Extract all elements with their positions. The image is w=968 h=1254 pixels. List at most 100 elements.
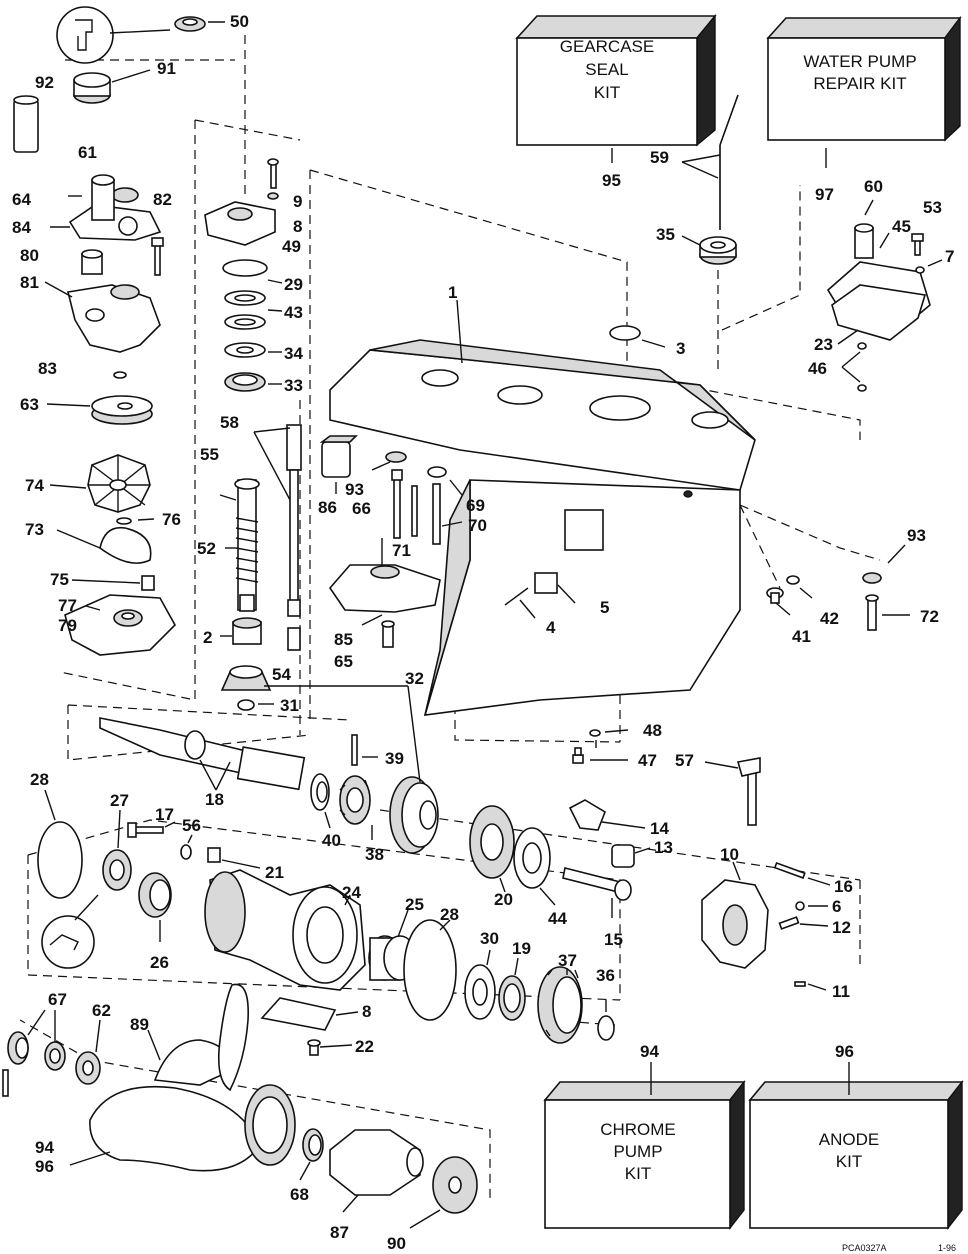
label-83: 83 (38, 359, 57, 378)
bearing-26 (138, 872, 172, 918)
pump-housing-upper (68, 174, 162, 241)
label-90: 68 (290, 1185, 309, 1204)
decal-tool-icon (56, 6, 171, 64)
label-31: 31 (280, 696, 299, 715)
thrust-washer-30 (464, 964, 496, 1020)
gasket-73 (99, 526, 152, 564)
label-30: 30 (480, 929, 499, 948)
bushing-91 (73, 72, 111, 104)
label-24: 24 (342, 883, 361, 902)
label-46: 46 (808, 359, 827, 378)
kit-chrome-pump: CHROME PUMP KIT (543, 1079, 746, 1231)
bushing-54 (287, 627, 301, 651)
bushing-80 (81, 249, 103, 275)
kit-chrome-line-2: PUMP (613, 1142, 662, 1161)
cotter-pin-68 (2, 1069, 9, 1097)
label-91: 91 (157, 59, 176, 78)
kit-gearcase-seal: GEARCASE SEAL KIT (515, 14, 717, 147)
label-93b: 93 (907, 526, 926, 545)
label-9: 9 (293, 192, 302, 211)
label-3: 3 (676, 339, 685, 358)
nut-31 (237, 699, 255, 711)
label-76: 76 (162, 510, 181, 529)
label-71: 71 (392, 541, 411, 560)
label-28b: 28 (440, 905, 459, 924)
cover-23 (826, 223, 931, 341)
label-63: 63 (20, 395, 39, 414)
label-8a: 8 (293, 217, 302, 236)
bearing-33 (224, 372, 266, 392)
label-26: 26 (150, 953, 169, 972)
label-55: 55 (200, 445, 219, 464)
shift-lever-14 (568, 799, 606, 831)
label-58: 58 (220, 413, 239, 432)
plate-8b (260, 997, 337, 1031)
label-38: 38 (365, 845, 384, 864)
label-28a: 28 (30, 770, 49, 789)
label-79: 79 (58, 616, 77, 635)
bolt-82 (151, 237, 164, 276)
label-69: 69 (466, 496, 485, 515)
kit-anode-line-1: ANODE (819, 1130, 879, 1149)
pin-11 (794, 981, 806, 987)
label-78: 90 (387, 1234, 406, 1253)
key-75 (141, 575, 155, 591)
washer-46a (857, 342, 867, 350)
drive-shaft-55 (234, 478, 260, 612)
label-82: 82 (153, 190, 172, 209)
label-12: 12 (832, 918, 851, 937)
plate-85 (328, 564, 441, 613)
label-1: 1 (448, 283, 457, 302)
label-22: 22 (355, 1037, 374, 1056)
thrust-bearing-19 (498, 975, 526, 1021)
bearing-2 (232, 617, 262, 645)
label-36: 36 (596, 966, 615, 985)
label-62: 62 (92, 1001, 111, 1020)
kit-water-pump-line-2: REPAIR KIT (813, 74, 906, 93)
label-32: 32 (405, 669, 424, 688)
label-70: 70 (468, 516, 487, 535)
spring-52 (235, 517, 259, 583)
part-number-labels: 50 91 92 61 82 64 84 80 81 83 63 74 76 7… (12, 12, 954, 1253)
washer-46b (857, 384, 867, 392)
label-13: 13 (654, 838, 673, 857)
label-7: 7 (945, 247, 954, 266)
label-10: 10 (720, 845, 739, 864)
screw-65 (381, 620, 395, 648)
seal-27 (102, 849, 132, 891)
label-47: 47 (638, 751, 657, 770)
label-81: 81 (20, 273, 39, 292)
washer-42 (786, 575, 800, 585)
kit-chrome-line-3: KIT (625, 1164, 651, 1183)
shift-rod-57 (736, 757, 761, 826)
spacer-62 (75, 1051, 101, 1085)
label-74: 74 (25, 476, 44, 495)
trim-tab-5 (534, 572, 558, 594)
label-53: 53 (923, 198, 942, 217)
label-61: 61 (78, 143, 97, 162)
shift-rod-58 (286, 424, 302, 617)
label-87: 96 (35, 1157, 54, 1176)
label-60: 60 (864, 177, 883, 196)
label-21: 21 (265, 863, 284, 882)
label-23: 23 (814, 335, 833, 354)
pinion-gear (220, 665, 272, 691)
label-37: 37 (558, 951, 577, 970)
seal-3 (609, 325, 641, 341)
label-54: 54 (272, 665, 291, 684)
label-94: 94 (640, 1042, 659, 1061)
adapter-88 (329, 1129, 424, 1196)
ball-6 (795, 901, 805, 911)
kit-water-pump-line-1: WATER PUMP (803, 52, 916, 71)
bushing-90 (302, 1128, 324, 1162)
washer-48 (589, 729, 601, 737)
o-ring-29 (222, 259, 268, 277)
bolt-70 (432, 483, 441, 545)
detent-15 (562, 867, 632, 901)
pin-16 (773, 861, 806, 879)
label-80: 80 (20, 246, 39, 265)
label-89: 89 (130, 1015, 149, 1034)
label-97: 97 (815, 185, 834, 204)
impeller-74 (87, 454, 151, 513)
label-16: 16 (834, 877, 853, 896)
